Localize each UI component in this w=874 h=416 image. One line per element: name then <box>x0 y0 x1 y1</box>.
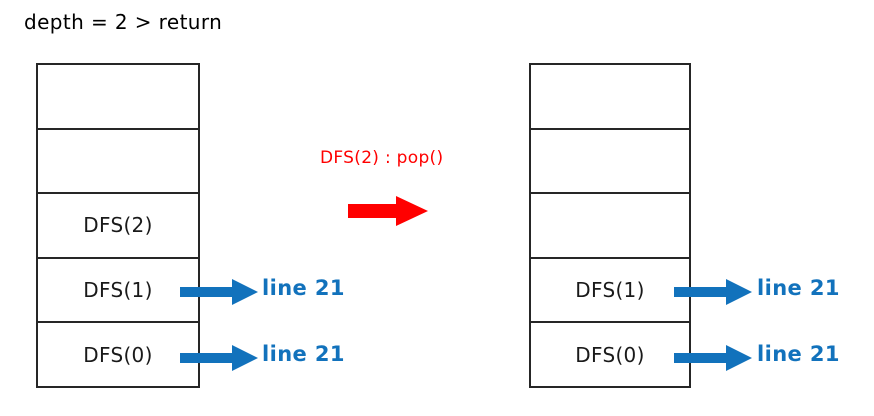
stack-cell <box>531 65 689 130</box>
stack-cell: DFS(0) <box>83 342 153 367</box>
stack-cell <box>38 65 198 130</box>
stack-cell: DFS(0) <box>575 342 645 367</box>
blue-arrow-right-icon <box>180 345 258 371</box>
transition-label: DFS(2) : pop() <box>320 148 444 168</box>
line-reference-label: line 21 <box>262 276 345 300</box>
stack-cell <box>531 194 689 259</box>
blue-arrow-right-icon <box>180 279 258 305</box>
stack-before-pop: DFS(2) DFS(1) DFS(0) <box>36 63 200 388</box>
stack-after-pop: DFS(1) DFS(0) <box>529 63 691 388</box>
blue-arrow-right-icon <box>674 345 752 371</box>
stack-cell: DFS(1) <box>531 259 689 324</box>
line-reference-label: line 21 <box>262 342 345 366</box>
blue-arrow-right-icon <box>674 279 752 305</box>
stack-cell <box>38 130 198 195</box>
page-title: depth = 2 > return <box>24 10 223 34</box>
stack-cell: DFS(2) <box>38 194 198 259</box>
red-arrow-right-icon <box>348 196 428 226</box>
line-reference-label: line 21 <box>757 342 840 366</box>
stack-cell <box>531 130 689 195</box>
line-reference-label: line 21 <box>757 276 840 300</box>
stack-cell: DFS(1) <box>38 259 198 324</box>
